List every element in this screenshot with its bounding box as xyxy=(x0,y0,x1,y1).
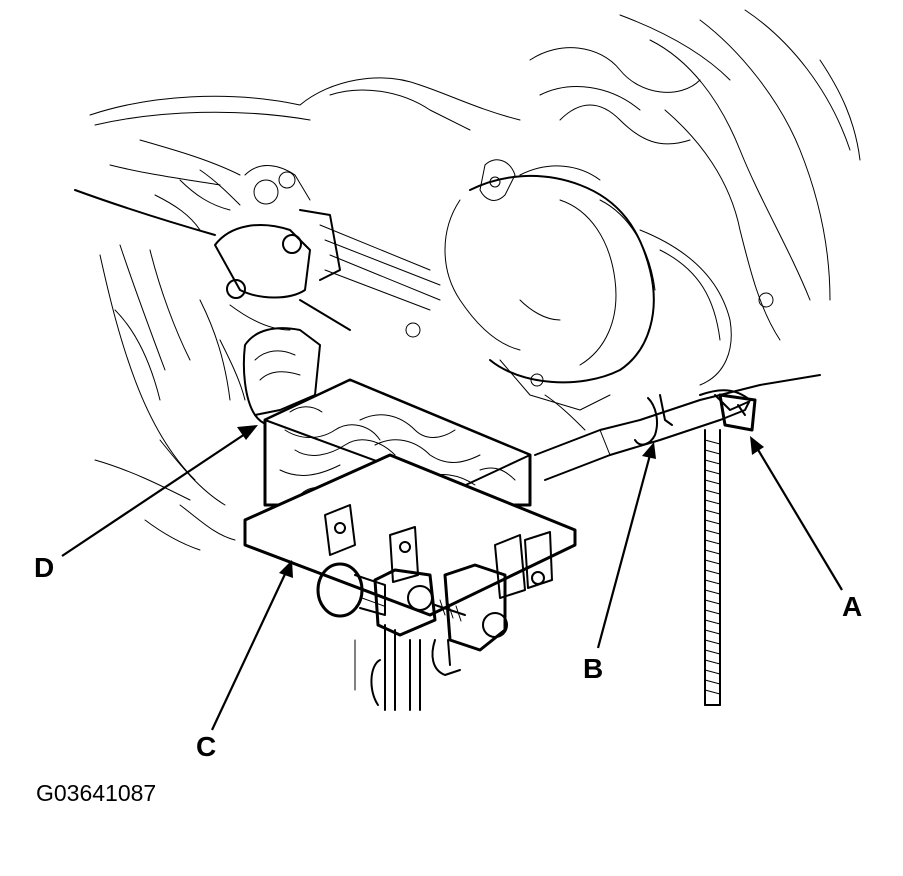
figure-code: G03641087 xyxy=(36,780,156,806)
callout-label-b: B xyxy=(583,653,603,684)
arrowhead-b xyxy=(642,442,656,459)
callout-leaders xyxy=(61,425,843,731)
terminal-hardware xyxy=(316,504,553,711)
background-engine-underside xyxy=(74,9,861,706)
leader-d xyxy=(61,431,249,557)
leader-c xyxy=(211,571,287,731)
callout-label-d: D xyxy=(34,552,54,583)
arrowhead-c xyxy=(279,560,293,578)
mount-box xyxy=(243,378,577,617)
callout-label-c: C xyxy=(196,731,216,762)
callout-label-a: A xyxy=(842,591,862,622)
leader-b xyxy=(596,454,652,649)
leader-a xyxy=(756,447,843,591)
threaded-rod-threads xyxy=(704,439,721,695)
callout-labels: D C B A xyxy=(34,552,862,762)
arrowhead-d xyxy=(237,425,258,440)
arrowhead-a xyxy=(750,436,764,455)
